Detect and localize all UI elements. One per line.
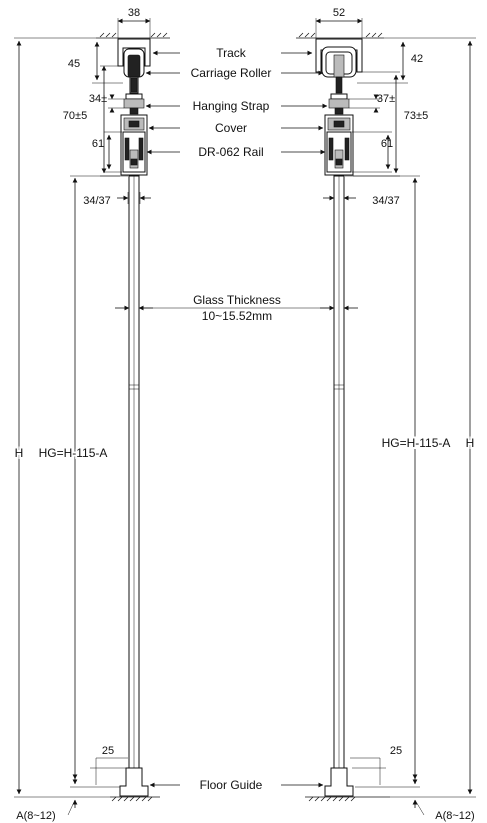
left-HG-value: HG=H-115-A (39, 446, 108, 460)
right-37-value: 37± (377, 93, 395, 105)
left-assembly (14, 18, 170, 816)
right-dim-73 (353, 71, 400, 177)
right-dim-25 (350, 757, 386, 785)
right-width-value: 52 (333, 7, 345, 19)
right-dim-37 (349, 94, 380, 113)
left-70-value: 70±5 (63, 110, 87, 122)
right-73-value: 73±5 (404, 110, 428, 122)
left-track (117, 38, 151, 67)
label-track: Track (216, 46, 247, 60)
part-labels: Track Carriage Roller Hanging Strap Cove… (191, 46, 281, 792)
left-dim-45 (92, 41, 123, 84)
right-carriage-roller (321, 46, 357, 94)
left-dim-70 (100, 65, 120, 177)
callout-arrows (115, 50, 358, 788)
label-glass-thickness: Glass Thickness (193, 293, 281, 307)
right-dim-HG (345, 175, 420, 780)
left-dim-H (14, 37, 110, 798)
right-glass-panel (333, 175, 345, 782)
left-width-value: 38 (128, 7, 140, 19)
right-42-value: 42 (411, 53, 423, 65)
left-25-value: 25 (102, 745, 114, 757)
right-rail-body (324, 114, 354, 176)
left-dim-34 (108, 94, 124, 113)
left-glass-panel (128, 175, 140, 782)
right-dim-3437 (323, 192, 356, 204)
left-34-value: 34± (89, 93, 107, 105)
label-cover: Cover (215, 121, 247, 135)
label-rail: DR-062 Rail (198, 145, 263, 159)
label-floor-guide: Floor Guide (200, 778, 263, 792)
label-hanging-strap: Hanging Strap (193, 99, 270, 113)
right-dimension-labels: 52 42 37± 73±5 61 34/37 HG=H-115-A H 25 … (333, 7, 476, 822)
left-H-value: H (15, 446, 24, 460)
left-dim-25 (90, 757, 128, 785)
left-dimension-labels: 38 45 34± 70±5 61 34/37 H HG=H-115-A 25 … (13, 7, 140, 822)
left-3437-value: 34/37 (83, 195, 111, 207)
left-dim-A (67, 777, 120, 816)
left-61-value: 61 (92, 138, 104, 150)
left-carriage-roller (123, 48, 145, 94)
right-ceiling-hatch (296, 32, 384, 39)
right-HG-value: HG=H-115-A (382, 436, 451, 450)
right-dim-width-52 (315, 18, 363, 38)
left-dim-3437 (117, 192, 151, 204)
right-assembly (296, 18, 476, 816)
right-61-value: 61 (381, 138, 393, 150)
right-floor-guide (305, 767, 390, 802)
label-carriage-roller: Carriage Roller (191, 66, 272, 80)
left-hanging-strap (123, 93, 145, 115)
right-A-value: A(8~12) (435, 810, 474, 822)
label-glass-range: 10~15.52mm (202, 309, 272, 323)
left-ceiling-hatch (96, 32, 170, 39)
right-H-value: H (466, 436, 475, 450)
right-dim-61 (352, 131, 392, 173)
right-25-value: 25 (390, 745, 402, 757)
right-dim-A (355, 777, 425, 816)
left-dim-61 (104, 131, 122, 173)
left-dim-HG (70, 175, 128, 780)
right-dim-H (384, 37, 476, 798)
left-rail-body (120, 114, 148, 176)
left-45-value: 45 (68, 58, 80, 70)
left-A-value: A(8~12) (16, 810, 55, 822)
right-hanging-strap (328, 93, 350, 115)
right-dim-42 (357, 41, 408, 84)
left-dim-width-38 (117, 18, 151, 38)
right-3437-value: 34/37 (372, 195, 400, 207)
left-floor-guide (110, 767, 160, 802)
